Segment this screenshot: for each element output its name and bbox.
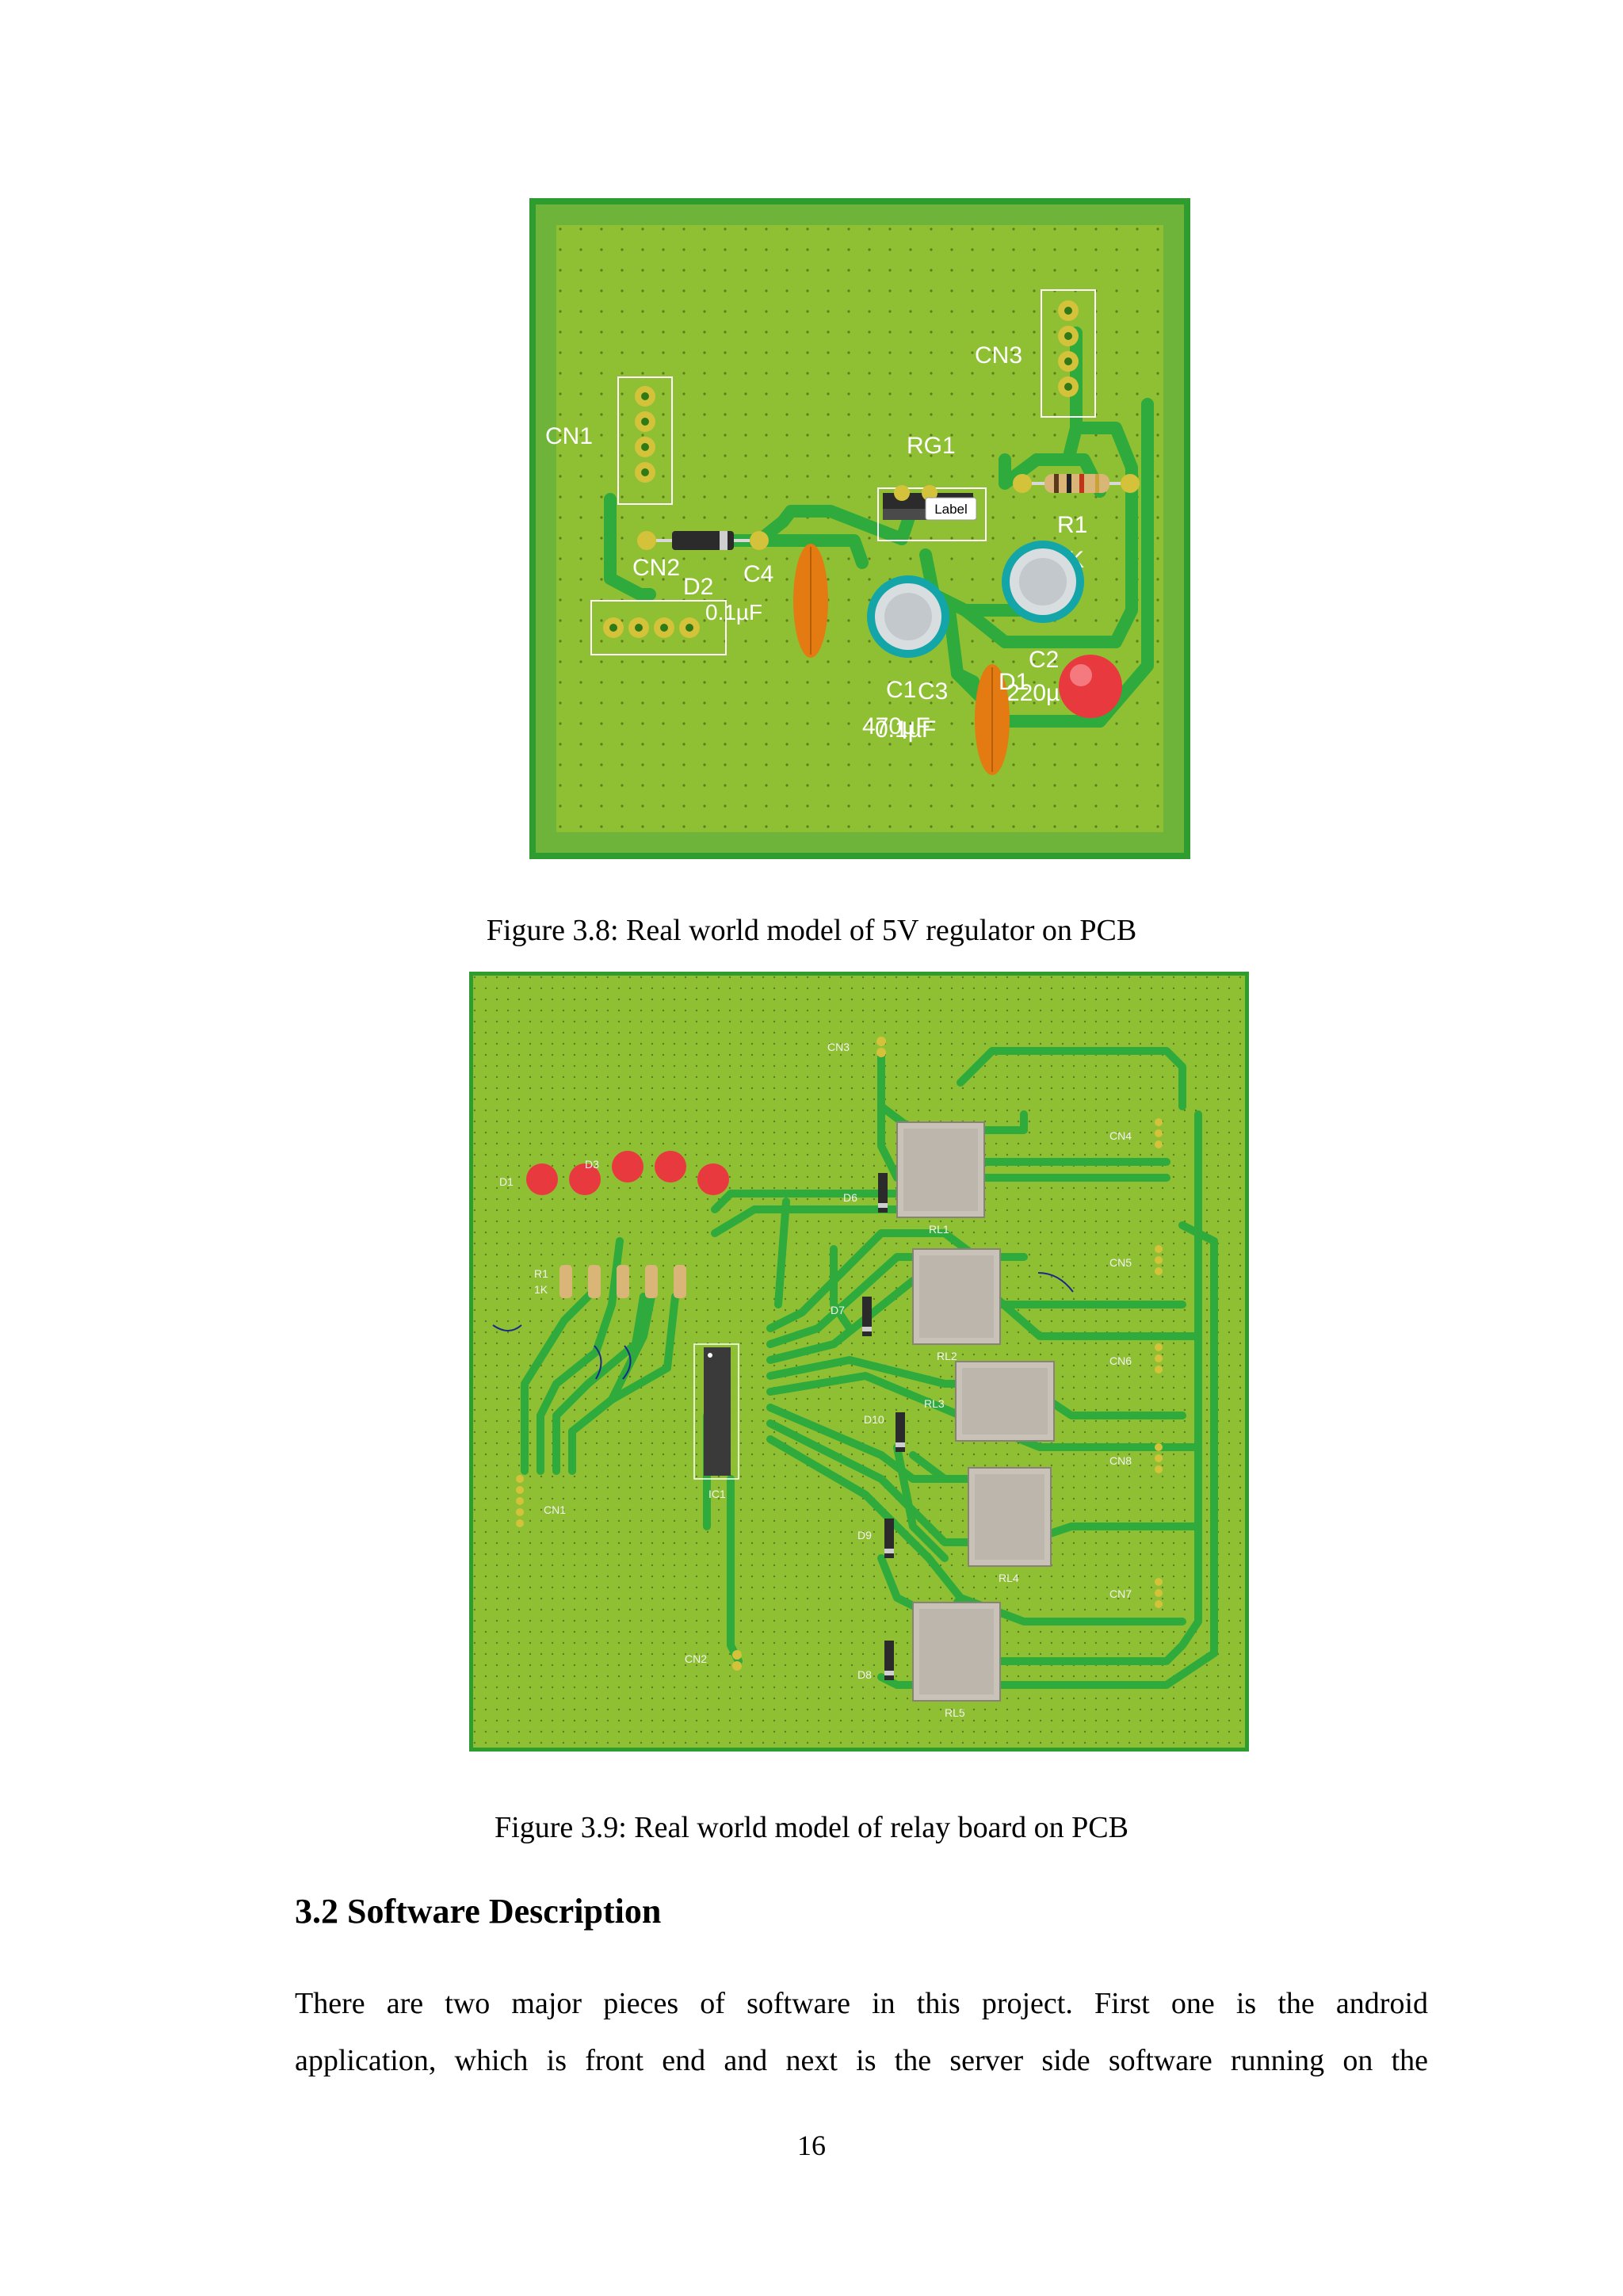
d2-diode (637, 531, 769, 550)
diodes (862, 1173, 905, 1680)
rg1-regulator: Label (877, 485, 987, 541)
cn1-connector (617, 376, 673, 505)
r1-label: R1 (1057, 512, 1087, 538)
ic1-chip (693, 1343, 739, 1480)
cn3-label: CN3 (827, 1041, 850, 1053)
ic1-label: IC1 (708, 1488, 726, 1500)
d9-label: D9 (857, 1529, 872, 1541)
d10-label: D10 (864, 1413, 884, 1426)
rl1-label: RL1 (929, 1223, 949, 1236)
relay-board-pcb-image: RL1 RL2 RL3 RL4 RL5 D6 D7 D10 D9 D8 (469, 972, 1249, 1752)
section-heading: 3.2 Software Description (295, 1892, 662, 1931)
cn8-label: CN8 (1109, 1454, 1132, 1467)
relay-rl5 (912, 1602, 1001, 1702)
rl3-label: RL3 (924, 1397, 945, 1410)
cn3-connector (1041, 289, 1096, 418)
c1-capacitor (867, 575, 949, 658)
section-paragraph-line1: There are two major pieces of software i… (295, 1987, 1428, 2020)
relay-rl1 (896, 1121, 985, 1218)
section-paragraph-line2: application, which is front end and next… (295, 2044, 1428, 2077)
d1-led (1059, 655, 1122, 718)
c3-capacitor (975, 664, 1010, 775)
led-row (526, 1151, 729, 1195)
regulator-pcb-image: CN1 CN2 D2 C4 0.1µF Label RG1 (529, 198, 1190, 859)
connector-pads (516, 1037, 1163, 1671)
r1-label: R1 (534, 1267, 548, 1280)
rl4-label: RL4 (999, 1572, 1019, 1584)
blue-arcs (492, 1272, 1074, 1380)
cn4-label: CN4 (1109, 1129, 1132, 1142)
r1-resistor (1013, 474, 1140, 493)
d3-label: D3 (585, 1158, 599, 1171)
d6-label: D6 (843, 1191, 857, 1204)
cn6-label: CN6 (1109, 1354, 1132, 1367)
relay-rl4 (968, 1467, 1052, 1567)
c3-value: 0.1µF (875, 716, 936, 743)
d2-label: D2 (683, 574, 713, 600)
c4-label: C4 (743, 561, 773, 587)
c2-capacitor (1002, 541, 1084, 623)
rg1-label: RG1 (907, 433, 956, 459)
r1-value: 1K (534, 1283, 548, 1296)
rl2-label: RL2 (937, 1350, 957, 1362)
figure-regulator-pcb: CN1 CN2 D2 C4 0.1µF Label RG1 (529, 198, 1190, 859)
figure-3-9-caption: Figure 3.9: Real world model of relay bo… (495, 1811, 1128, 1844)
resistor-row (559, 1265, 686, 1298)
cn1-label: CN1 (545, 423, 593, 449)
d1-label: D1 (499, 1175, 514, 1188)
d7-label: D7 (831, 1304, 845, 1316)
cn2-connector (590, 600, 727, 655)
rg1-chip-label: Label (934, 502, 968, 517)
figure-relay-board-pcb: RL1 RL2 RL3 RL4 RL5 D6 D7 D10 D9 D8 (469, 972, 1249, 1752)
d8-label: D8 (857, 1668, 872, 1681)
figure-3-8-caption: Figure 3.8: Real world model of 5V regul… (486, 914, 1137, 947)
cn5-label: CN5 (1109, 1256, 1132, 1269)
cn2-label: CN2 (632, 555, 680, 581)
c4-capacitor (793, 544, 828, 658)
rl5-label: RL5 (945, 1706, 965, 1719)
relay-rl2 (912, 1248, 1001, 1345)
c1-label: C1 (886, 677, 916, 703)
c3-label: C3 (918, 678, 948, 705)
c2-value: 220µ (1006, 680, 1060, 706)
page-number: 16 (797, 2130, 826, 2161)
cn7-label: CN7 (1109, 1587, 1132, 1600)
c2-label: C2 (1029, 647, 1059, 673)
d1-label: D1 (999, 669, 1029, 695)
cn1-label: CN1 (544, 1503, 566, 1516)
c1-value: 470µF (862, 713, 930, 739)
relay-rl3 (955, 1361, 1055, 1442)
cn3-label: CN3 (975, 342, 1022, 369)
cn2-label: CN2 (685, 1652, 707, 1665)
c4-value: 0.1µF (705, 600, 762, 625)
